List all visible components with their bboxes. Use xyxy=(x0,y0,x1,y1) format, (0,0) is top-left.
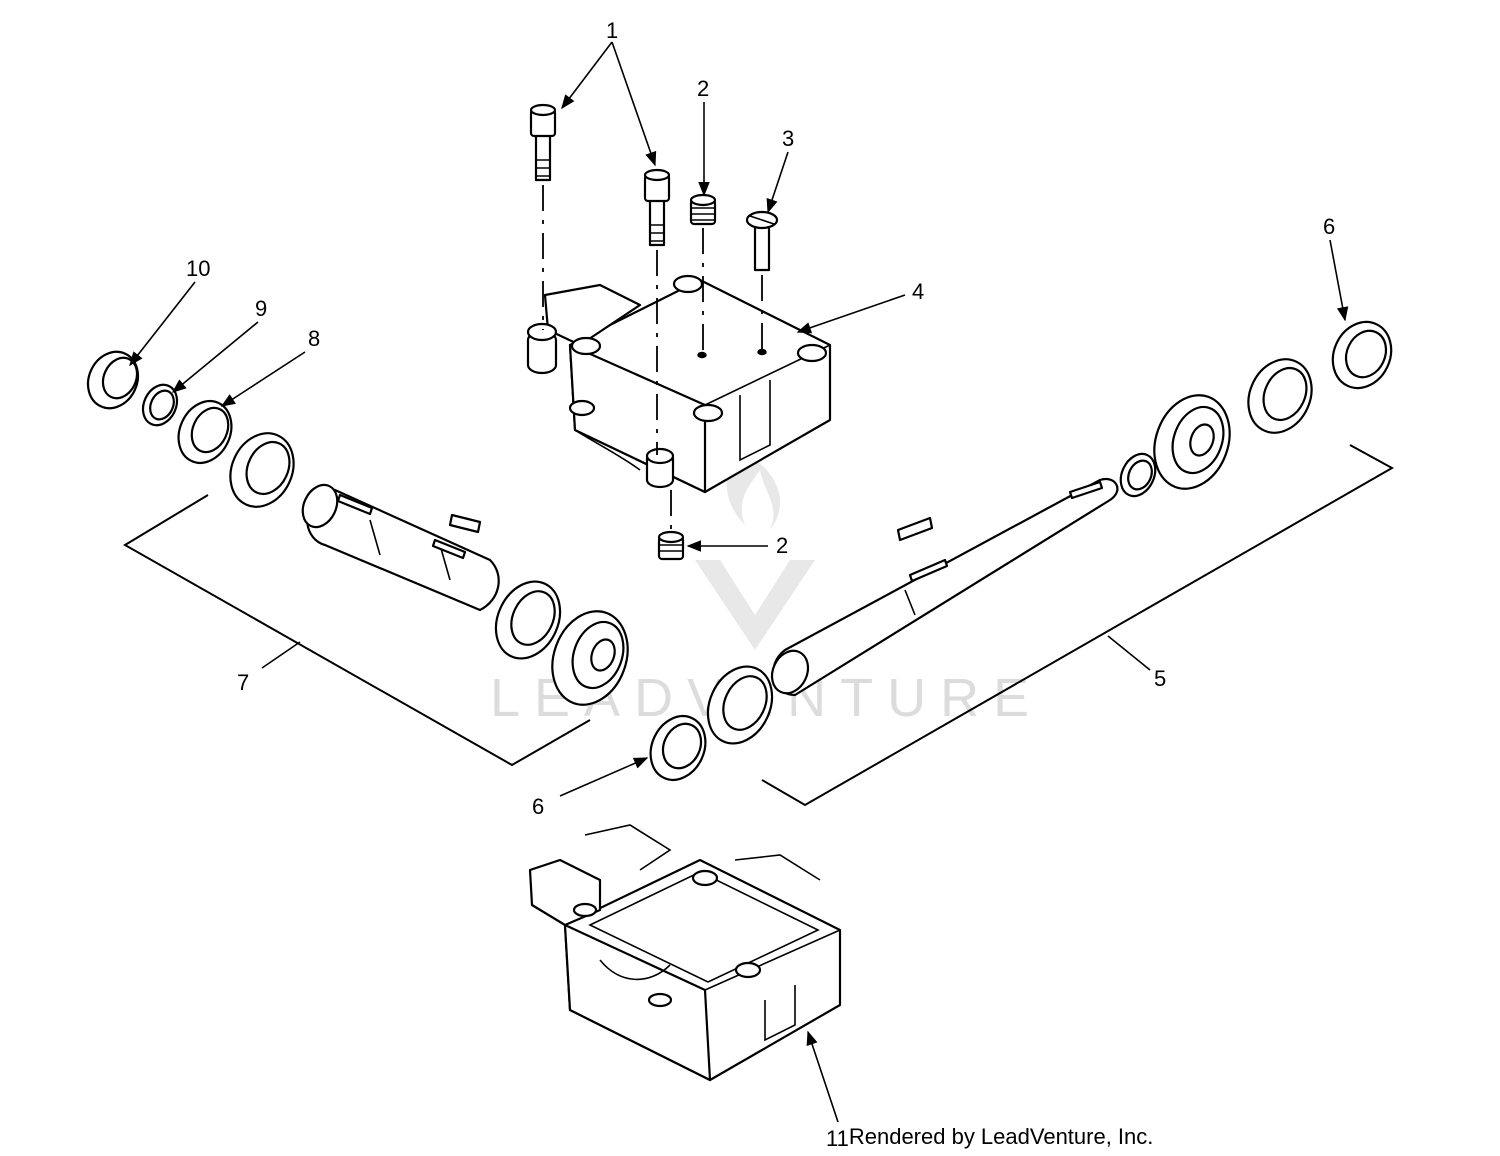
lower-housing-part-11 xyxy=(528,824,842,1082)
callout-7: 7 xyxy=(237,670,249,695)
leader-lines xyxy=(129,41,1349,1123)
right-retaining-ring xyxy=(1119,452,1157,498)
set-screw-part-2-top xyxy=(689,193,717,226)
callout-8: 8 xyxy=(308,326,320,351)
callout-5: 5 xyxy=(1154,666,1166,691)
bracket-part-7 xyxy=(123,494,591,767)
bolt-part-1-left xyxy=(529,103,557,182)
upper-housing-part-4 xyxy=(526,274,832,494)
right-bevel-gear xyxy=(1153,394,1231,490)
callout-6-bottom: 6 xyxy=(532,794,544,819)
callout-1: 1 xyxy=(606,18,618,43)
set-screw-part-2-bottom xyxy=(657,530,685,561)
left-bevel-gear xyxy=(551,610,629,706)
right-key xyxy=(896,516,934,542)
retaining-ring-part-9 xyxy=(141,383,179,427)
callout-10: 10 xyxy=(186,256,210,281)
callout-2-top: 2 xyxy=(697,76,709,101)
bearing-part-6-right xyxy=(1331,320,1393,390)
callout-4: 4 xyxy=(912,279,924,304)
plug-screw-part-3 xyxy=(745,210,779,272)
left-shaft xyxy=(301,483,500,612)
left-key xyxy=(448,513,482,534)
bearing-part-8 xyxy=(177,400,233,464)
bracket-part-5 xyxy=(761,444,1395,807)
bolt-part-1-right xyxy=(643,168,671,247)
credit-text: Rendered by LeadVenture, Inc. xyxy=(848,1124,1154,1149)
seal-part-10 xyxy=(86,350,140,410)
left-inner-bearing xyxy=(494,580,562,660)
callout-11: 11 xyxy=(826,1126,849,1151)
right-shaft xyxy=(770,477,1119,697)
bearing-part-6-bottom xyxy=(649,715,707,781)
left-bearing xyxy=(229,432,295,508)
callout-6-right: 6 xyxy=(1323,214,1335,239)
right-outer-bearing xyxy=(1247,358,1313,434)
right-inner-bearing xyxy=(706,665,774,745)
callout-2-side: 2 xyxy=(776,533,788,558)
alignment-lines xyxy=(542,185,763,535)
callout-9: 9 xyxy=(255,296,267,321)
callout-3: 3 xyxy=(782,126,794,151)
